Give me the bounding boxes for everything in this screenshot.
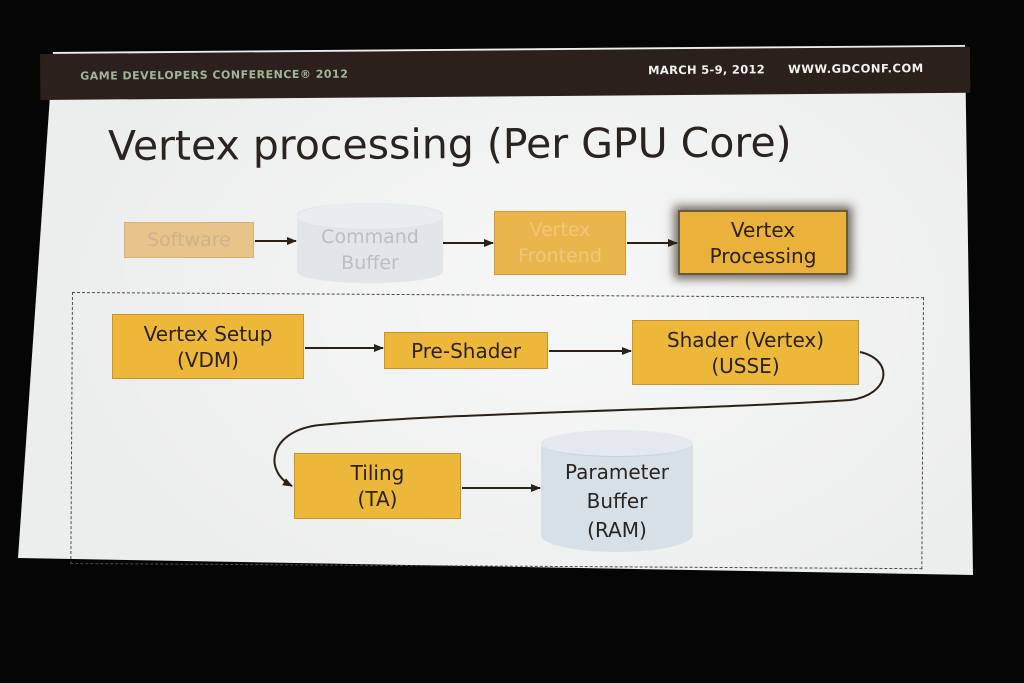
parameter-buffer-cylinder: Parameter Buffer (RAM) [541,430,693,552]
shader-vertex-box: Shader (Vertex) (USSE) [632,320,859,385]
parameter-buffer-label: Parameter Buffer (RAM) [564,459,670,542]
command-buffer-cylinder: Command Buffer [297,203,443,283]
pre-shader-box: Pre-Shader [384,332,548,369]
vertex-processing-box: Vertex Processing [678,210,848,275]
vertex-setup-box: Vertex Setup (VDM) [112,314,304,379]
command-buffer-label: Command Buffer [321,226,419,274]
vertex-frontend-box: Vertex Frontend [494,211,626,275]
tiling-box: Tiling (TA) [294,453,461,519]
arrow-shader-to-tiling [273,351,885,487]
software-box: Software [124,222,254,258]
cylinder-top [541,430,693,457]
cylinder-top [297,203,443,230]
